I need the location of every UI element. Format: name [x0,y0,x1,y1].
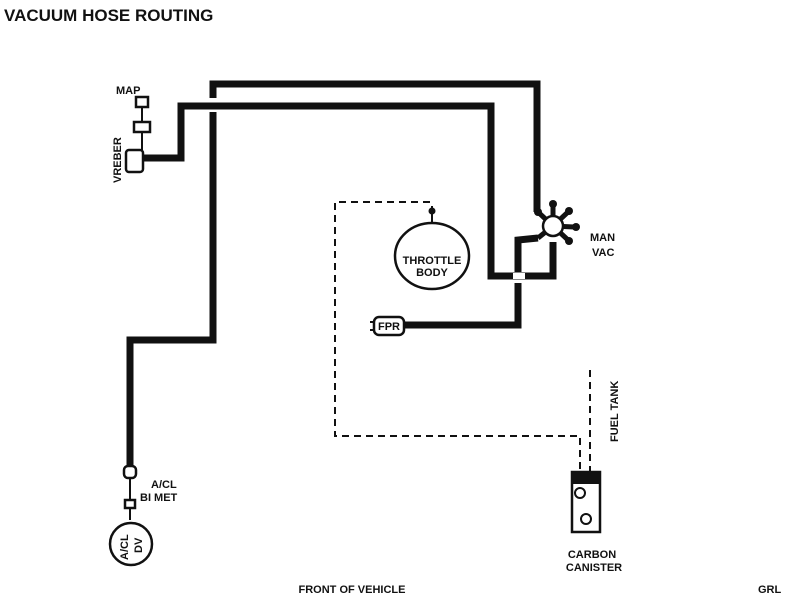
acl-dv-label-2: DV [133,537,145,553]
hose-manvac-hook [514,234,539,272]
hose-acl [126,112,217,470]
carbon-canister-label-1: CARBON [568,549,616,561]
carbon-canister [570,470,602,534]
vreber-label: VREBER [112,137,124,183]
vreber-connector [124,148,145,174]
throttle-body-label-2: BODY [416,267,448,279]
acl-dv-label-1: A/CL [119,534,131,560]
acl-dv [108,521,154,567]
hose-vreber-to-manifold [143,102,557,280]
throttle-body-label-1: THROTTLE [403,255,462,267]
acl-bimet-label-2: BI MET [140,492,178,504]
throttle-body [393,206,471,291]
acl-bimet-label-1: A/CL [151,479,177,491]
map-sensor [132,95,152,150]
front-of-vehicle-label: FRONT OF VEHICLE [299,584,406,596]
map-label: MAP [116,85,140,97]
man-vac-label-2: VAC [592,247,614,259]
manifold-vacuum-port [534,200,580,245]
fuel-tank-label: FUEL TANK [609,381,621,442]
fuel-vapor-line [334,201,581,472]
diagram-code: GRL [758,584,782,596]
fpr-label: FPR [378,321,400,333]
hose-map-to-manifold [209,80,541,212]
hose-fpr [404,283,522,329]
diagram-title: VACUUM HOSE ROUTING [4,6,213,25]
acl-bimet-sensor [122,464,138,520]
fpr-regulator [370,315,406,337]
man-vac-label-1: MAN [590,232,615,244]
carbon-canister-label-2: CANISTER [566,562,622,574]
